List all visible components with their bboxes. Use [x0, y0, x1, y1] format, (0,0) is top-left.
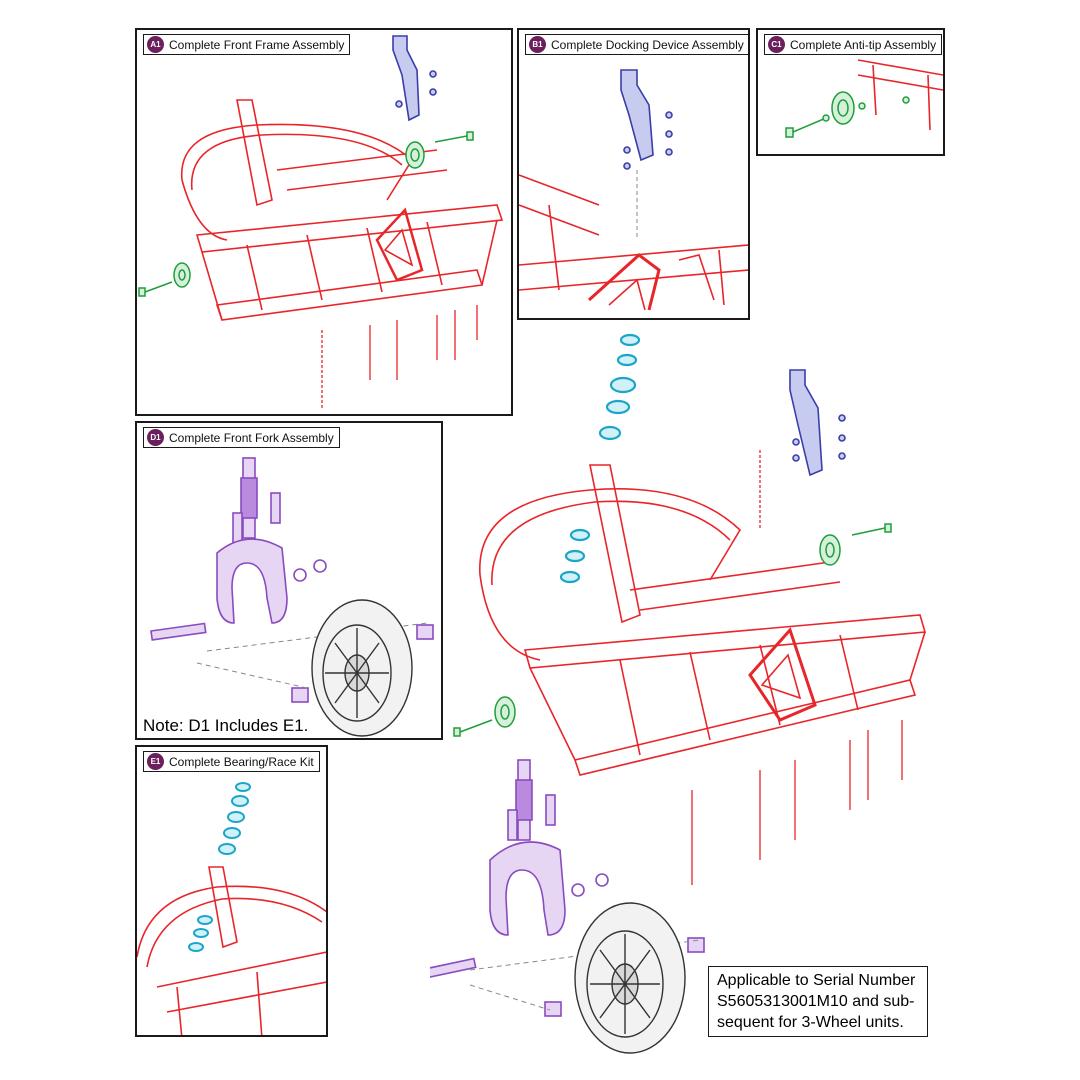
- panel-title: Complete Front Fork Assembly: [169, 430, 334, 445]
- applicability-note: Applicable to Serial Number S5605313001M…: [708, 966, 928, 1037]
- panel-bearing-race-kit: E1 Complete Bearing/Race Kit: [135, 745, 328, 1037]
- panel-title: Complete Anti-tip Assembly: [790, 37, 937, 52]
- panel-front-frame-assembly: A1 Complete Front Frame Assembly: [135, 28, 513, 416]
- panel-front-fork-assembly: D1 Complete Front Fork Assembly Note: D1…: [135, 421, 443, 740]
- badge-e1: E1: [147, 753, 164, 770]
- main-exploded-view: [430, 333, 927, 1054]
- d1-note: Note: D1 Includes E1.: [143, 716, 309, 735]
- panel-docking-device-assembly: B1 Complete Docking Device Assembly: [517, 28, 750, 320]
- anti-tip-drawing: [785, 59, 943, 138]
- panel-label: D1 Complete Front Fork Assembly: [143, 427, 340, 448]
- panel-title: Complete Docking Device Assembly: [551, 37, 744, 52]
- wheel-icon: [574, 902, 686, 1054]
- docking-device-drawing: [519, 69, 748, 311]
- anti-tip-wheel-icon: [453, 523, 892, 737]
- bearing-kit-drawing: [137, 782, 326, 1035]
- panel-label: E1 Complete Bearing/Race Kit: [143, 751, 320, 772]
- panel-anti-tip-assembly: C1 Complete Anti-tip Assembly: [756, 28, 945, 156]
- applicability-line: S5605313001M10 and sub-: [717, 993, 915, 1010]
- panel-title: Complete Front Frame Assembly: [169, 37, 345, 52]
- bearing-ring-icon: [559, 333, 641, 584]
- wheel-drawing: [311, 599, 413, 737]
- panel-label: B1 Complete Docking Device Assembly: [525, 34, 748, 55]
- badge-a1: A1: [147, 36, 164, 53]
- badge-d1: D1: [147, 429, 164, 446]
- panel-label: C1 Complete Anti-tip Assembly: [764, 34, 943, 55]
- front-fork-drawing: [150, 457, 434, 737]
- frame-drawing: [479, 464, 927, 776]
- panel-label: A1 Complete Front Frame Assembly: [143, 34, 351, 55]
- front-fork-icon: [430, 759, 705, 1017]
- badge-b1: B1: [529, 36, 546, 53]
- badge-c1: C1: [768, 36, 785, 53]
- panel-title: Complete Bearing/Race Kit: [169, 754, 314, 769]
- applicability-line: Applicable to Serial Number: [717, 972, 916, 989]
- applicability-line: sequent for 3-Wheel units.: [717, 1014, 904, 1031]
- front-frame-drawing: [138, 35, 504, 410]
- docking-bracket-icon: [789, 369, 846, 477]
